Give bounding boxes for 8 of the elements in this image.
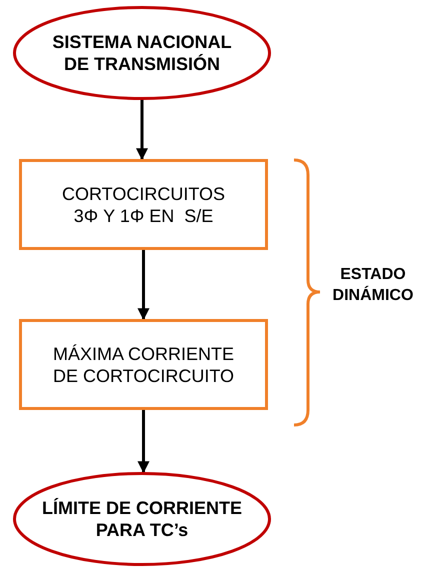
node-text: SISTEMA NACIONAL DE TRANSMISIÓN [51, 31, 233, 75]
arrow [136, 100, 148, 160]
node-text: CORTOCIRCUITOS 3Φ Y 1Φ EN S/E [60, 182, 226, 226]
arrow [138, 250, 150, 320]
node-text: MÁXIMA CORRIENTE DE CORTOCIRCUITO [52, 342, 236, 386]
group-label: ESTADO DINÁMICO [332, 265, 414, 306]
node-text: LÍMITE DE CORRIENTE PARA TC’s [40, 497, 243, 541]
arrow [138, 410, 150, 474]
